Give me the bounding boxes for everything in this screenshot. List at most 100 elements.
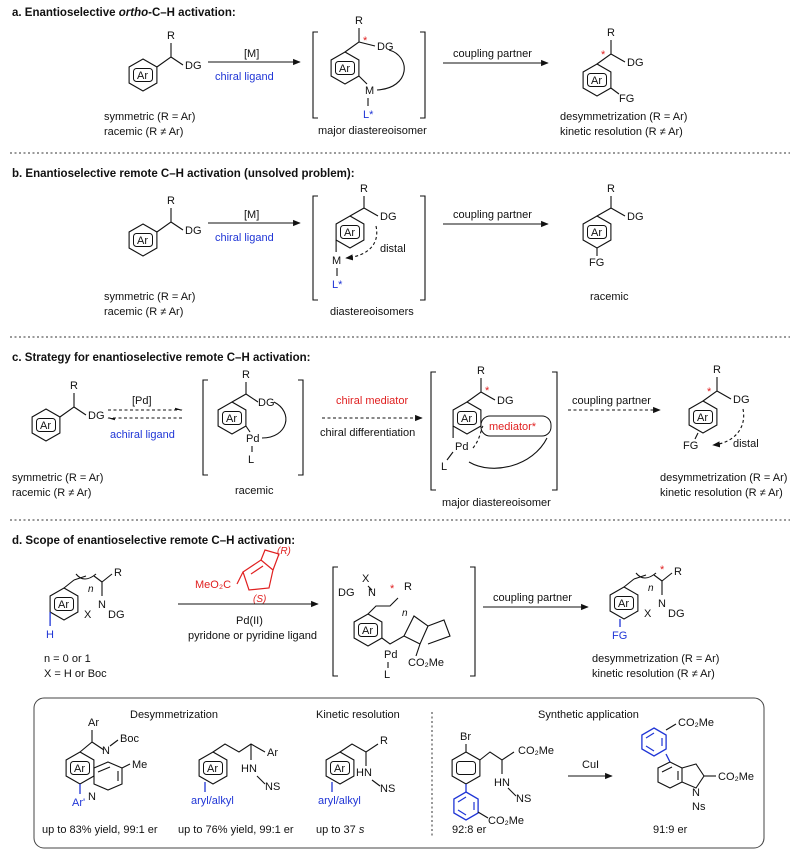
- svg-text:R: R: [713, 364, 721, 376]
- svg-text:X: X: [362, 573, 370, 585]
- a-product: Ar R * DG FG: [582, 27, 644, 105]
- b-intermediate: Ar R DG M L* distal: [332, 183, 406, 291]
- c-bracket2-left: [430, 371, 436, 491]
- svg-text:DG: DG: [185, 225, 202, 237]
- svg-text:DG: DG: [668, 608, 685, 620]
- a-metallacycle: Ar R * DG M L*: [330, 15, 405, 121]
- d-reagent1: Pd(II): [236, 615, 263, 627]
- svg-text:Ar: Ar: [88, 717, 99, 729]
- a-left-line2: racemic (R ≠ Ar): [104, 126, 183, 138]
- svg-text:R: R: [607, 183, 615, 195]
- svg-text:N: N: [88, 791, 96, 803]
- svg-text:R: R: [167, 195, 175, 207]
- svg-text:distal: distal: [380, 243, 406, 255]
- b-reagent-bottom: chiral ligand: [215, 232, 274, 244]
- c-mid-caption: racemic: [235, 485, 274, 497]
- c-mediator-top: chiral mediator: [336, 395, 408, 407]
- svg-text:N: N: [98, 599, 106, 611]
- panel-b-header: b. Enantioselective remote C–H activatio…: [12, 168, 355, 180]
- d-bracket-right: [470, 566, 476, 677]
- svg-text:H: H: [46, 629, 54, 641]
- scope-compound-3: Ar aryl/alkyl R HN NS: [318, 735, 395, 807]
- svg-text:*: *: [363, 35, 368, 47]
- yield-2: up to 76% yield, 99:1 er: [178, 824, 294, 836]
- svg-text:R: R: [355, 15, 363, 27]
- svg-text:FG: FG: [589, 257, 604, 269]
- substrate-c: Ar R DG: [31, 380, 105, 442]
- svg-text:Ar: Ar: [344, 227, 355, 239]
- svg-text:X: X: [644, 608, 652, 620]
- synth-reagent: CuI: [582, 759, 599, 771]
- svg-text:*: *: [485, 385, 490, 397]
- er-1: 92:8 er: [452, 824, 487, 836]
- a-mid-caption: major diastereoisomer: [318, 125, 427, 137]
- svg-text:Ar: Ar: [591, 75, 602, 87]
- synth-substrate: Br CO₂Me HN NS CO₂Me: [451, 731, 554, 827]
- svg-text:Pd: Pd: [384, 649, 397, 661]
- svg-text:Ar: Ar: [267, 747, 278, 759]
- svg-text:L*: L*: [332, 279, 343, 291]
- b-left-line1: symmetric (R = Ar): [104, 291, 195, 303]
- svg-text:R: R: [114, 567, 122, 579]
- c-coupling: coupling partner: [572, 395, 651, 407]
- panel-b: b. Enantioselective remote C–H activatio…: [12, 168, 644, 318]
- panel-a: a. Enantioselective ortho-C–H activation…: [12, 7, 687, 138]
- panel-d: d. Scope of enantioselective remote C–H …: [12, 535, 719, 681]
- svg-text:R: R: [360, 183, 368, 195]
- svg-text:NS: NS: [265, 781, 280, 793]
- svg-text:CO₂Me: CO₂Me: [488, 815, 524, 827]
- svg-text:HN: HN: [494, 777, 510, 789]
- svg-text:MeO₂C: MeO₂C: [195, 579, 231, 591]
- svg-text:CO₂Me: CO₂Me: [678, 717, 714, 729]
- d-product: Ar FG n * R N X DG: [609, 564, 685, 642]
- er-2: 91:9 er: [653, 824, 688, 836]
- svg-text:FG: FG: [683, 440, 698, 452]
- synth-title: Synthetic application: [538, 709, 639, 721]
- svg-text:CO₂Me: CO₂Me: [518, 745, 554, 757]
- a-right-line1: desymmetrization (R = Ar): [560, 111, 687, 123]
- svg-text:CO₂Me: CO₂Me: [408, 657, 444, 669]
- scope-box-frame: [33, 697, 765, 849]
- c-reagent-bottom: achiral ligand: [110, 429, 175, 441]
- svg-text:Ns: Ns: [692, 801, 706, 813]
- svg-text:(R): (R): [277, 546, 291, 557]
- a-reagent-bottom: chiral ligand: [215, 71, 274, 83]
- scope-compound-1: Ar Ar' Ar N Boc N Me: [65, 717, 147, 809]
- svg-text:(S): (S): [253, 594, 266, 605]
- svg-text:Ar: Ar: [461, 413, 472, 425]
- synth-product: CO₂Me N CO₂Me Ns: [641, 717, 754, 813]
- yield-1: up to 83% yield, 99:1 er: [42, 824, 158, 836]
- svg-text:R: R: [607, 27, 615, 39]
- b-bracket-right: [420, 195, 426, 301]
- svg-text:R: R: [242, 369, 250, 381]
- svg-text:L*: L*: [363, 109, 374, 121]
- d-bracket-left: [332, 566, 338, 677]
- b-right-caption: racemic: [590, 291, 629, 303]
- c-mediator-bottom: chiral differentiation: [320, 427, 415, 439]
- d-left-line1: n = 0 or 1: [44, 653, 91, 665]
- svg-text:Ar: Ar: [74, 763, 85, 775]
- svg-text:Pd: Pd: [246, 433, 259, 445]
- svg-text:R: R: [674, 566, 682, 578]
- b-product: Ar R DG FG: [582, 183, 644, 269]
- svg-text:L: L: [384, 669, 390, 681]
- svg-text:DG: DG: [258, 397, 275, 409]
- d-left-line2: X = H or Boc: [44, 668, 107, 680]
- svg-text:DG: DG: [88, 410, 105, 422]
- c-diastereomer: Ar R * DG Pd L mediator*: [441, 365, 552, 473]
- svg-text:DG: DG: [108, 609, 125, 621]
- panel-a-header: a. Enantioselective ortho-C–H activation…: [12, 7, 236, 19]
- d-intermediate: Ar X DG N * R n Pd L CO₂Me: [338, 573, 451, 681]
- svg-text:Me: Me: [132, 759, 147, 771]
- svg-text:Ar: Ar: [137, 70, 148, 82]
- c-bracket1-left: [202, 379, 208, 476]
- svg-text:Ar: Ar: [591, 227, 602, 239]
- c-mediator-box: mediator*: [489, 421, 537, 433]
- svg-text:n: n: [88, 584, 94, 595]
- c-bracket1-right: [298, 379, 304, 476]
- b-mid-caption: diastereoisomers: [330, 306, 414, 318]
- desym-title: Desymmetrization: [130, 709, 218, 721]
- svg-text:NS: NS: [380, 783, 395, 795]
- a-bracket-left: [312, 31, 318, 119]
- panel-d-header: d. Scope of enantioselective remote C–H …: [12, 535, 295, 547]
